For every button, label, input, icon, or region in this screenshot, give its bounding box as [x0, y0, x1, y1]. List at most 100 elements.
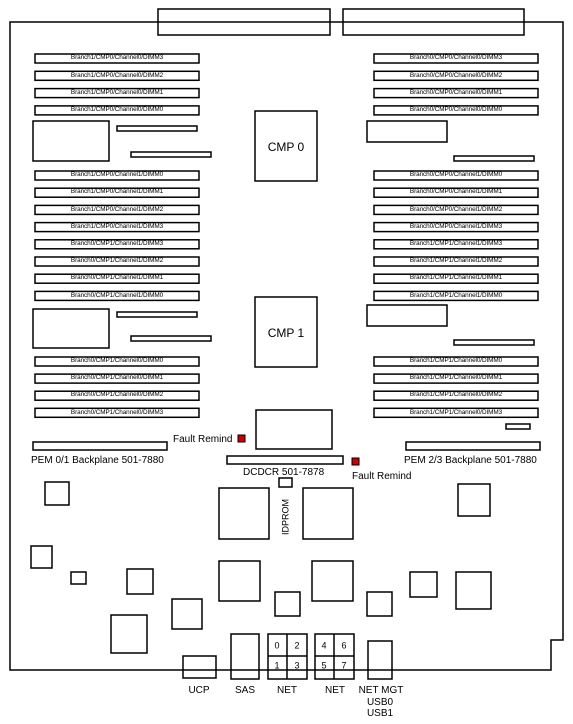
dimm-slot — [34, 204, 200, 216]
dimm-slot — [34, 273, 200, 284]
chip — [44, 481, 70, 506]
cmp0-label: CMP 0 — [267, 140, 305, 154]
center-chip — [255, 409, 333, 450]
dimm-slot-label: Branch1/CMP0/Channel1/DIMM3 — [70, 222, 164, 230]
sas-label: SAS — [234, 685, 256, 696]
dimm-slot — [34, 221, 200, 233]
dimm-slot-label: Branch0/CMP0/Channel1/DIMM3 — [409, 222, 503, 230]
ucp-port — [182, 655, 217, 679]
dimm-slot — [34, 290, 200, 302]
chip — [311, 560, 354, 602]
dimm-slot — [34, 53, 200, 64]
chip — [457, 483, 491, 517]
bar — [453, 339, 535, 346]
dimm-slot — [373, 221, 539, 233]
dimm-slot — [373, 390, 539, 401]
dimm-slot-label: Branch0/CMP1/Channel1/DIMM1 — [70, 274, 164, 282]
net-port-number: 1 — [274, 660, 280, 671]
net-port-number: 7 — [341, 660, 347, 671]
dcdc-connector — [226, 455, 344, 465]
chip — [366, 591, 393, 617]
chip — [218, 487, 270, 540]
dimm-slot-label: Branch1/CMP0/Channel1/DIMM0 — [70, 171, 164, 179]
dimm-slot-label: Branch1/CMP1/Channel1/DIMM2 — [409, 257, 503, 265]
dimm-slot — [34, 170, 200, 181]
dimm-slot-label: Branch0/CMP1/Channel1/DIMM0 — [70, 291, 164, 299]
dimm-slot — [373, 204, 539, 216]
dimm-slot-label: Branch0/CMP1/Channel0/DIMM3 — [70, 408, 164, 416]
dimm-slot — [373, 87, 539, 99]
dimm-slot — [373, 105, 539, 116]
cmp1-label: CMP 1 — [267, 326, 305, 340]
dimm-slot — [373, 290, 539, 302]
dimm-slot-label: Branch0/CMP1/Channel1/DIMM3 — [70, 240, 164, 247]
chip-left-upper — [32, 120, 110, 162]
dimm-slot-label: Branch1/CMP1/Channel1/DIMM0 — [409, 291, 503, 299]
dimm-slot — [373, 70, 539, 82]
top-connector-right — [342, 8, 525, 36]
net-port-number: 0 — [274, 640, 280, 651]
chip-right-upper — [366, 120, 448, 143]
dimm-slot-label: Branch0/CMP0/Channel1/DIMM0 — [409, 171, 503, 179]
dimm-slot — [34, 256, 200, 267]
dimm-slot — [34, 105, 200, 116]
dimm-slot — [34, 239, 200, 250]
dimm-slot-label: Branch1/CMP0/Channel1/DIMM1 — [70, 188, 164, 196]
dimm-slot — [34, 373, 200, 384]
dimm-slot — [34, 70, 200, 82]
cmp1-block — [254, 296, 318, 368]
net-label: NET — [325, 685, 345, 696]
dimm-slot-label: Branch1/CMP0/Channel0/DIMM2 — [70, 71, 164, 79]
dimm-slot-label: Branch0/CMP0/Channel1/DIMM2 — [409, 205, 503, 213]
pem-left-label: PEM 0/1 Backplane 501-7880 — [31, 455, 164, 466]
dimm-slot-label: Branch1/CMP0/Channel1/DIMM2 — [70, 205, 164, 213]
dimm-slot-label: Branch1/CMP1/Channel0/DIMM1 — [409, 374, 503, 382]
dimm-slot-label: Branch1/CMP1/Channel1/DIMM1 — [409, 274, 503, 282]
chip — [30, 545, 53, 569]
chip — [126, 568, 154, 595]
net-label: NET — [277, 685, 297, 696]
fault-led-right — [351, 457, 360, 466]
bar — [116, 125, 198, 132]
chip — [171, 598, 203, 630]
net-port-number: 5 — [321, 660, 327, 671]
ucp-label: UCP — [188, 685, 210, 696]
bar — [130, 335, 212, 342]
chip-left-lower — [32, 308, 110, 349]
dimm-slot — [34, 187, 200, 198]
dimm-slot-label: Branch0/CMP0/Channel0/DIMM0 — [409, 106, 503, 114]
fault-remind-left-label: Fault Remind — [173, 434, 233, 445]
pem-right-connector — [405, 441, 541, 451]
net-port-number: 3 — [294, 660, 300, 671]
dimm-slot — [373, 356, 539, 367]
net-mgt-usb-port — [367, 640, 393, 680]
dimm-slot — [373, 256, 539, 267]
dimm-slot — [34, 356, 200, 367]
dimm-slot — [373, 53, 539, 64]
dimm-slot — [373, 373, 539, 384]
net-port-number: 6 — [341, 640, 347, 651]
dimm-slot — [373, 170, 539, 181]
fault-led-left — [237, 434, 246, 443]
dimm-slot-label: Branch0/CMP0/Channel1/DIMM1 — [409, 188, 503, 196]
bar — [505, 423, 531, 430]
dimm-slot — [373, 407, 539, 419]
dimm-slot-label: Branch0/CMP1/Channel1/DIMM2 — [70, 257, 164, 265]
net-port-number: 2 — [294, 640, 300, 651]
dimm-slot-label: Branch0/CMP0/Channel0/DIMM1 — [409, 88, 503, 96]
dimm-slot-label: Branch1/CMP1/Channel0/DIMM3 — [409, 408, 503, 416]
dimm-slot-label: Branch0/CMP1/Channel0/DIMM0 — [70, 357, 164, 365]
net-port-number: 4 — [321, 640, 327, 651]
dimm-slot-label: Branch1/CMP1/Channel0/DIMM2 — [409, 391, 503, 399]
chip — [274, 591, 301, 617]
dimm-slot-label: Branch1/CMP1/Channel1/DIMM3 — [409, 240, 503, 247]
cmp0-block — [254, 110, 318, 182]
chip — [110, 614, 148, 654]
dimm-slot — [34, 390, 200, 401]
usb1-label: USB1 — [366, 708, 394, 719]
chip — [409, 571, 438, 598]
bar — [116, 311, 198, 318]
bar — [453, 155, 535, 162]
dimm-slot-label: Branch1/CMP0/Channel0/DIMM0 — [70, 106, 164, 114]
